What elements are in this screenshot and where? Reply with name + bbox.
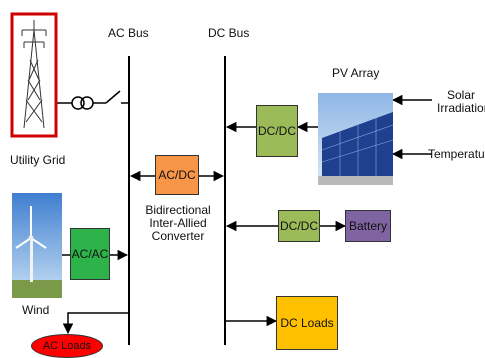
transformer-coil-1: [71, 96, 85, 110]
dc-bus-label: DC Bus: [208, 26, 250, 40]
solar-irradiation-label: Solar Irradiation: [437, 89, 485, 115]
pv-array-label: PV Array: [332, 66, 380, 80]
utility-grid-image: [10, 12, 58, 138]
ac-loads-arrow: [62, 312, 129, 335]
wind-label: Wind: [22, 303, 50, 317]
ac-dc-converter: AC/DC: [155, 155, 199, 195]
dc-dc-battery-converter: DC/DC: [278, 210, 320, 242]
bidirectional-converter-label: Bidirectional Inter-Allied Converter: [140, 204, 216, 243]
transformer-coil-2: [80, 96, 94, 110]
battery-box: Battery: [345, 210, 391, 242]
temperature-label: Temperature: [428, 147, 485, 161]
wind-turbine-image: [12, 193, 62, 298]
inter-allied-line: Inter-Allied: [149, 216, 207, 230]
bidirectional-line: Bidirectional: [145, 203, 211, 217]
ac-bus-label: AC Bus: [108, 26, 149, 40]
ac-loads-ellipse: AC Loads: [31, 334, 103, 358]
converter-line: Converter: [151, 229, 205, 243]
pv-array-image: [318, 93, 394, 185]
dc-dc-pv-converter: DC/DC: [256, 105, 298, 157]
dc-loads-box: DC Loads: [276, 296, 338, 350]
utility-grid-label: Utility Grid: [10, 153, 66, 167]
solar-label: Solar: [446, 88, 475, 102]
irradiation-label: Irradiation: [437, 101, 485, 115]
switch-blade: [105, 90, 121, 104]
ac-ac-converter: AC/AC: [70, 228, 110, 280]
